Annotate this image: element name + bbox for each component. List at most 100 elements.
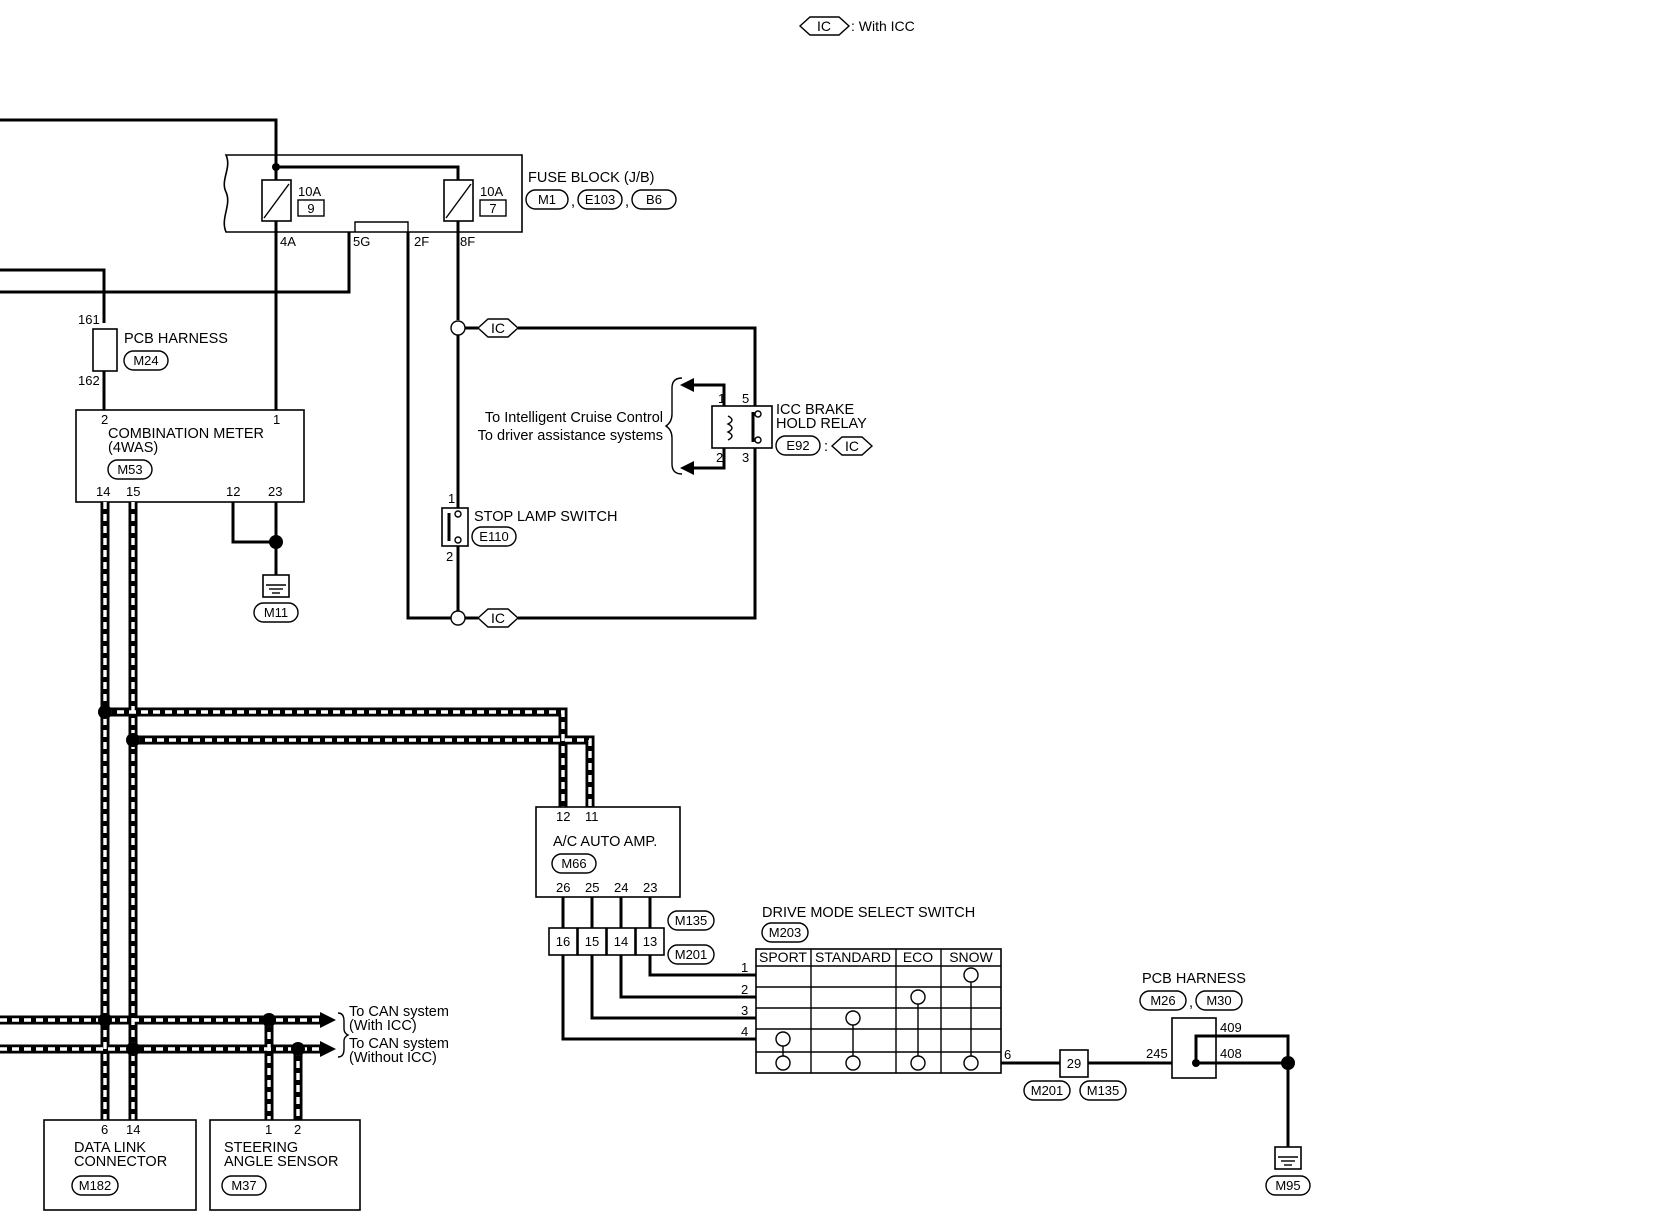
fuse-block: 10A 9 10A 7 FUSE BLOCK (J/B) M1 , E103 ,… (223, 154, 677, 249)
amp-pin-11: 11 (585, 809, 599, 824)
pcb2-conn-m26: M26 (1150, 993, 1175, 1008)
amp-pin-12: 12 (556, 809, 570, 824)
power-wires (0, 118, 460, 620)
svg-text:,: , (625, 194, 629, 210)
pcb2-pin-245: 245 (1146, 1046, 1168, 1061)
relay-pin-2: 2 (716, 450, 723, 465)
fuse-pin-8f: 8F (460, 234, 475, 249)
pcb1-pin-161: 161 (78, 312, 100, 327)
mid-pin-29: 29 (1067, 1056, 1081, 1071)
dms-pin-4: 4 (741, 1024, 748, 1039)
drive-mode-select-switch: DRIVE MODE SELECT SWITCH M203 SPORT STAN… (741, 905, 1011, 1074)
stop-lamp-title: STOP LAMP SWITCH (474, 509, 617, 525)
dms-mode-snow: SNOW (949, 949, 993, 965)
dms-pin-3: 3 (741, 1003, 748, 1018)
sas-connector: M37 (231, 1178, 256, 1193)
legend-text: : With ICC (851, 18, 915, 34)
sas-title-1: STEERING (224, 1140, 298, 1156)
relay-ic-tag: IC (845, 438, 859, 454)
pcb1-connector: M24 (133, 353, 158, 368)
stop-lamp-pin-2: 2 (446, 549, 453, 564)
dms-mode-standard: STANDARD (815, 949, 891, 965)
sas-pin-2: 2 (294, 1122, 301, 1137)
icc-circuit: IC 1 2 STOP LAMP SWITCH E110 IC (441, 318, 757, 628)
relay-pin-3: 3 (742, 450, 749, 465)
legend: IC : With ICC (798, 16, 915, 36)
meter-pin-14: 14 (96, 484, 110, 499)
fuse-9-number: 9 (307, 201, 314, 216)
mid-conn-m201: M201 (1031, 1083, 1064, 1098)
joint-pin-15: 15 (585, 934, 599, 949)
relay-note-1: To Intelligent Cruise Control (485, 410, 663, 426)
fuse-7-number: 7 (489, 201, 496, 216)
meter-title-1: COMBINATION METER (108, 426, 264, 442)
ground-m11: M11 (253, 574, 299, 623)
fuse-block-connector-e103: E103 (585, 192, 615, 207)
mid-conn-m135: M135 (1087, 1083, 1120, 1098)
dms-pin-1: 1 (741, 960, 748, 975)
svg-text:,: , (1189, 995, 1193, 1011)
pcb2-title: PCB HARNESS (1142, 971, 1246, 987)
dms-pin-6: 6 (1004, 1047, 1011, 1062)
ic-tag-lower: IC (491, 610, 505, 626)
ac-auto-amp: 12 11 A/C AUTO AMP. M66 26 25 24 23 (535, 806, 681, 928)
stop-lamp-pin-1: 1 (448, 491, 455, 506)
relay-pin-5: 5 (742, 391, 749, 406)
joint-connector-m135-m201: 16 15 14 13 M135 M201 (548, 910, 756, 1041)
dlc-title-1: DATA LINK (74, 1140, 146, 1156)
ic-tag-upper: IC (491, 320, 505, 336)
can-note-b1: To CAN system (349, 1036, 449, 1052)
amp-connector: M66 (561, 856, 586, 871)
amp-pin-26: 26 (556, 880, 570, 895)
dlc-connector: M182 (79, 1178, 112, 1193)
ground-m95: M95 (1265, 1146, 1311, 1196)
dms-mode-sport: SPORT (759, 949, 807, 965)
fuse-block-connector-b6: B6 (646, 192, 662, 207)
pcb-harness-m26-m30: PCB HARNESS M26 , M30 245 409 408 (1139, 971, 1295, 1147)
pcb2-pin-408: 408 (1220, 1046, 1242, 1061)
dlc-pin-6: 6 (101, 1122, 108, 1137)
sas-title-2: ANGLE SENSOR (224, 1154, 338, 1170)
joint-pin-13: 13 (643, 934, 657, 949)
svg-text::: : (824, 439, 828, 455)
svg-text:,: , (571, 194, 575, 210)
relay-title-1: ICC BRAKE (776, 402, 854, 418)
fuse-pin-5g: 5G (353, 234, 370, 249)
amp-pin-23: 23 (643, 880, 657, 895)
steering-angle-sensor: 1 2 STEERING ANGLE SENSOR M37 (209, 1119, 361, 1211)
meter-pin-2: 2 (101, 412, 108, 427)
meter-pin-1: 1 (273, 412, 280, 427)
ground-m95-label: M95 (1275, 1178, 1300, 1193)
can-note-a2: (With ICC) (349, 1018, 417, 1034)
dms-connector: M203 (769, 925, 802, 940)
fuse-pin-4a: 4A (280, 234, 296, 249)
can-bus: To CAN system (With ICC) To CAN system (… (0, 502, 595, 1120)
fuse-block-connector-m1: M1 (538, 192, 556, 207)
combination-meter: 2 1 COMBINATION METER (4WAS) M53 14 15 1… (75, 409, 305, 575)
data-link-connector: 6 14 DATA LINK CONNECTOR M182 (43, 1119, 197, 1211)
pcb-harness-m24: 161 162 PCB HARNESS M24 (78, 312, 228, 410)
meter-title-2: (4WAS) (108, 440, 158, 456)
relay-connector: E92 (786, 438, 809, 453)
relay-title-2: HOLD RELAY (776, 416, 867, 432)
stop-lamp-connector: E110 (479, 529, 508, 544)
icc-brake-hold-relay: 1 5 2 3 To Intelligent Cruise Control To… (478, 377, 874, 475)
relay-pin-1: 1 (718, 391, 725, 406)
pcb1-pin-162: 162 (78, 373, 100, 388)
fuse-7-rating: 10A (480, 184, 503, 199)
amp-title: A/C AUTO AMP. (553, 834, 657, 850)
pcb2-pin-409: 409 (1220, 1020, 1242, 1035)
pcb2-conn-m30: M30 (1206, 993, 1231, 1008)
dlc-title-2: CONNECTOR (74, 1154, 167, 1170)
ground-m11-label: M11 (264, 605, 288, 620)
pcb1-title: PCB HARNESS (124, 331, 228, 347)
dms-mode-eco: ECO (903, 949, 933, 965)
amp-pin-25: 25 (585, 880, 599, 895)
joint-conn-m135: M135 (675, 913, 708, 928)
can-note-a1: To CAN system (349, 1004, 449, 1020)
dms-title: DRIVE MODE SELECT SWITCH (762, 905, 975, 921)
sas-pin-1: 1 (265, 1122, 272, 1137)
joint-pin-16: 16 (556, 934, 570, 949)
fuse-block-title: FUSE BLOCK (J/B) (528, 170, 655, 186)
amp-pin-24: 24 (614, 880, 628, 895)
